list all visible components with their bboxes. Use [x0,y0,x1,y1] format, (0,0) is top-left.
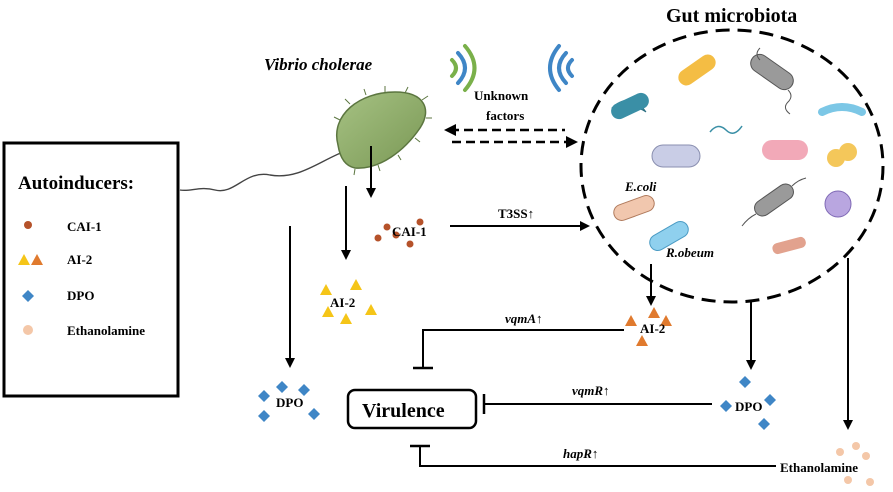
gut-title: Gut microbiota [666,5,797,27]
robeum-label: R.obeum [665,245,714,260]
vqmr-label: vqmR↑ [572,383,610,398]
legend-cai1-label: CAI-1 [67,219,102,234]
dpo-molecules-right [720,376,776,430]
ecoli-label: E.coli [624,179,657,194]
inhibit-vqma [422,329,624,368]
legend-title: Autoinducers: [18,173,134,194]
vibrio-cell-icon [333,86,432,176]
dpo-left-label: DPO [276,395,303,410]
vibrio-title: Vibrio cholerae [264,55,373,74]
ethanolamine-molecules [836,442,874,486]
gut-bacteria-icons [611,47,866,255]
ai2-molecules-right [625,307,672,346]
ai2-left-label: AI-2 [330,295,355,310]
dpo-right-label: DPO [735,399,762,414]
dpo-molecules-left [258,381,320,422]
legend-dpo-icon [22,290,34,302]
unknown-arrow-left-head [444,124,456,136]
legend: Autoinducers: CAI-1 AI-2 DPO Ethanolamin… [2,141,180,398]
inhibit-hapr [419,446,776,467]
legend-ai2-label: AI-2 [67,252,92,267]
legend-box [2,141,180,398]
cai1-molecules [374,218,424,248]
ai2-molecules-left [320,279,377,324]
legend-ai2-icon-a [18,254,30,265]
vqma-label: vqmA↑ [505,311,543,326]
ethanolamine-label: Ethanolamine [780,460,858,475]
cai1-label: CAI-1 [392,224,427,239]
virulence-box [346,388,478,430]
legend-ethanolamine-label: Ethanolamine [67,323,145,338]
virulence-label: Virulence [362,400,445,422]
unknown-label-1: Unknown [474,88,529,103]
legend-cai1-icon [24,221,32,229]
t3ss-label: T3SS↑ [498,206,534,221]
legend-dpo-label: DPO [67,288,94,303]
unknown-arrow-right-head [566,136,578,148]
legend-ai2-icon-b [31,254,43,265]
signal-waves-icon [450,44,574,92]
ai2-right-label: AI-2 [640,321,665,336]
hapr-label: hapR↑ [563,446,598,461]
legend-ethanolamine-icon [23,325,33,335]
unknown-label-2: factors [486,108,524,123]
vibrio-flagellum [179,149,349,192]
